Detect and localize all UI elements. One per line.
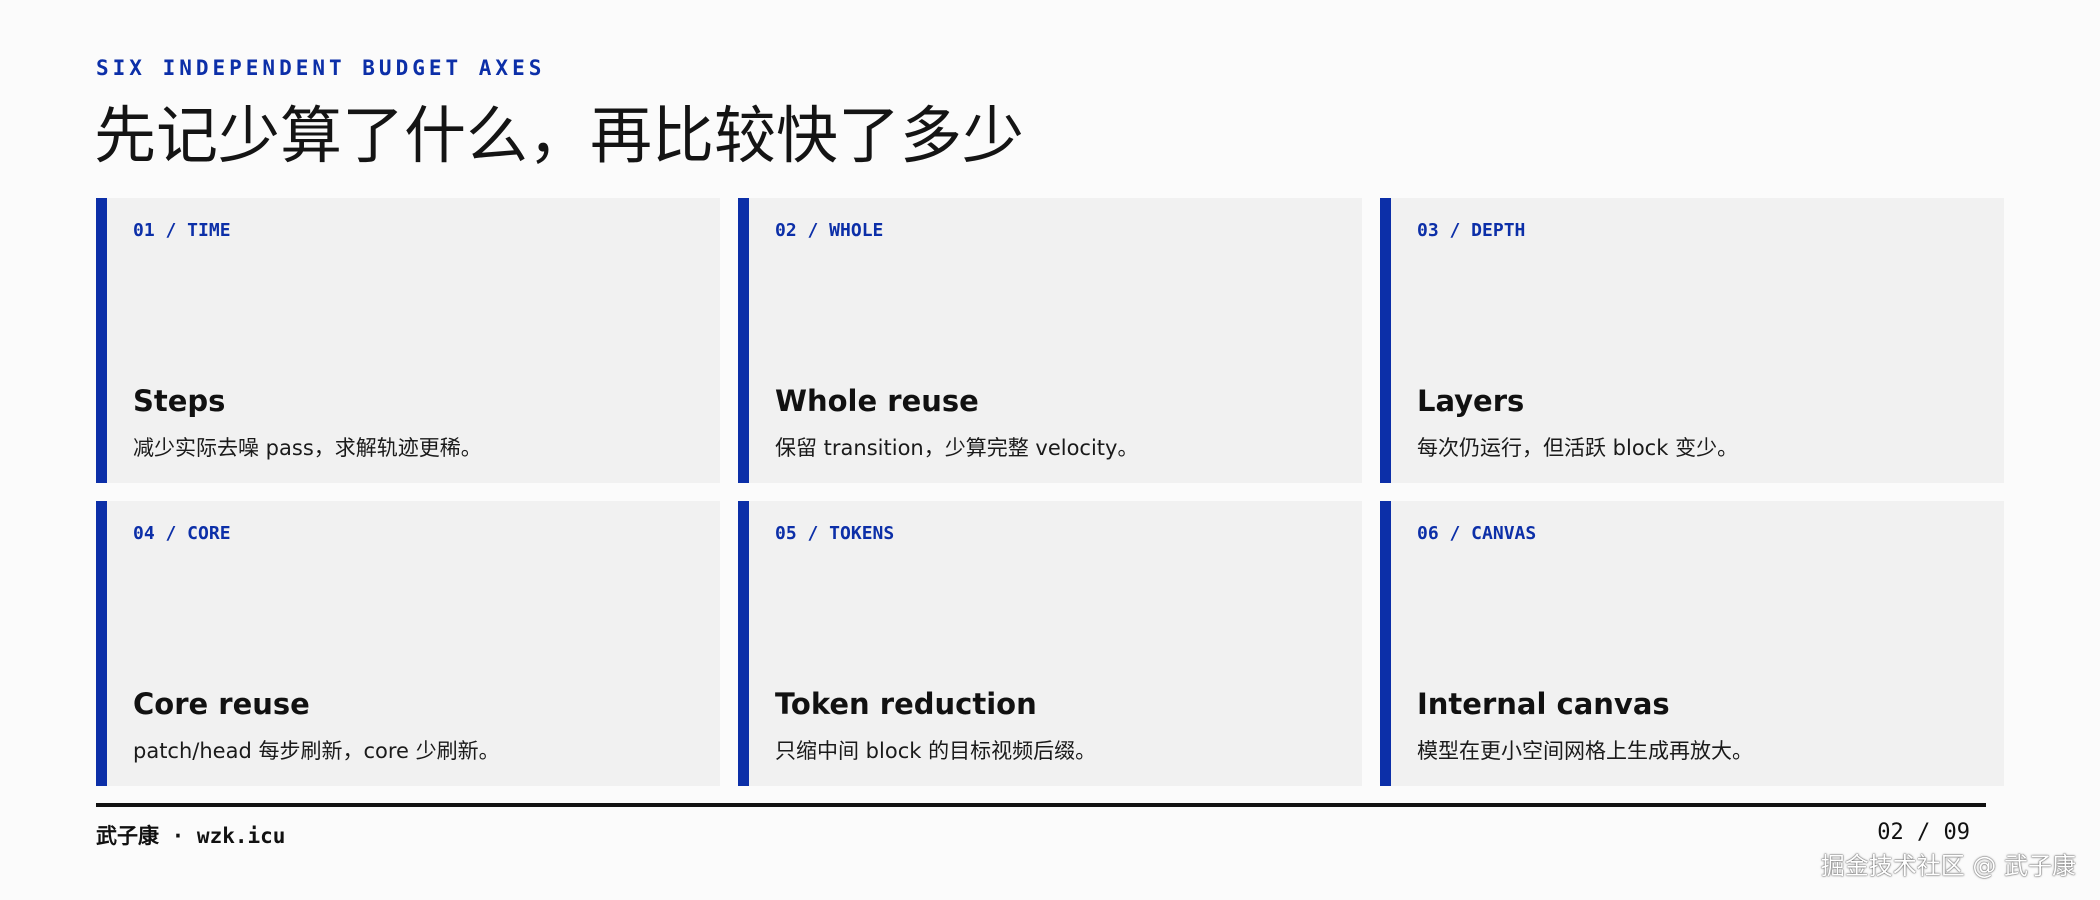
card-title: Token reduction xyxy=(775,687,1037,721)
page-title: 先记少算了什么，再比较快了多少 xyxy=(94,99,1025,172)
card-description: 减少实际去噪 pass，求解轨迹更稀。 xyxy=(133,436,482,460)
footer-divider xyxy=(96,803,1986,807)
watermark: 掘金技术社区 @ 武子康 xyxy=(1820,852,2076,880)
card-description: patch/head 每步刷新，core 少刷新。 xyxy=(133,739,500,763)
card-title: Steps xyxy=(133,384,226,418)
card-title: Layers xyxy=(1417,384,1525,418)
page-number: 02 / 09 xyxy=(1877,820,1970,845)
card-tag: 02 / WHOLE xyxy=(775,220,884,241)
card-depth: 03 / DEPTH Layers 每次仍运行，但活跃 block 变少。 xyxy=(1380,198,2004,483)
card-time: 01 / TIME Steps 减少实际去噪 pass，求解轨迹更稀。 xyxy=(96,198,720,483)
card-tag: 03 / DEPTH xyxy=(1417,220,1526,241)
card-title: Whole reuse xyxy=(775,384,979,418)
card-title: Internal canvas xyxy=(1417,687,1670,721)
card-description: 每次仍运行，但活跃 block 变少。 xyxy=(1417,436,1739,460)
card-canvas: 06 / CANVAS Internal canvas 模型在更小空间网格上生成… xyxy=(1380,501,2004,786)
card-description: 模型在更小空间网格上生成再放大。 xyxy=(1417,739,1753,763)
card-tag: 05 / TOKENS xyxy=(775,523,895,544)
budget-axes-grid: 01 / TIME Steps 减少实际去噪 pass，求解轨迹更稀。 02 /… xyxy=(96,198,2004,786)
footer-author: 武子康 · wzk.icu xyxy=(96,824,286,848)
card-description: 保留 transition，少算完整 velocity。 xyxy=(775,436,1139,460)
card-core: 04 / CORE Core reuse patch/head 每步刷新，cor… xyxy=(96,501,720,786)
card-tag: 04 / CORE xyxy=(133,523,231,544)
card-title: Core reuse xyxy=(133,687,310,721)
section-kicker: SIX INDEPENDENT BUDGET AXES xyxy=(96,56,546,80)
card-tag: 01 / TIME xyxy=(133,220,231,241)
card-tokens: 05 / TOKENS Token reduction 只缩中间 block 的… xyxy=(738,501,1362,786)
card-whole: 02 / WHOLE Whole reuse 保留 transition，少算完… xyxy=(738,198,1362,483)
card-tag: 06 / CANVAS xyxy=(1417,523,1537,544)
card-description: 只缩中间 block 的目标视频后缀。 xyxy=(775,739,1097,763)
